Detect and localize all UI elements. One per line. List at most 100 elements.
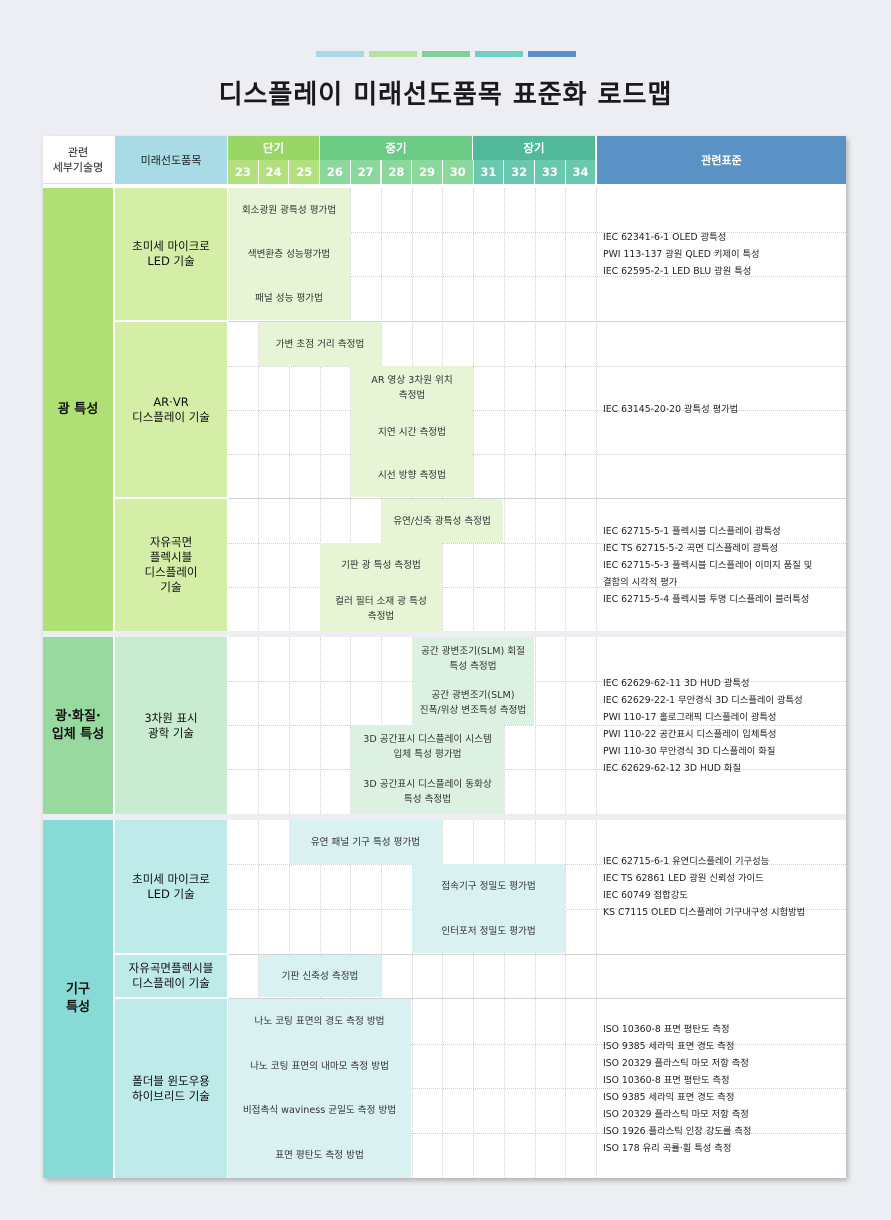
grid-line [228, 725, 846, 726]
standard-item: PWI 110-22 공간표시 디스플레이 입체특성 [603, 728, 777, 740]
year-24: 24 [258, 160, 289, 184]
tech-micro-led-mechanical: 초미세 마이크로 LED 기술 [115, 820, 227, 953]
year-30: 30 [442, 160, 473, 184]
standards-list: IEC 62715-5-1 플렉시블 디스플레이 광특성 IEC TS 62715… [597, 499, 846, 631]
section-divider [43, 631, 846, 637]
grid-line [288, 188, 290, 1178]
accent-bar-2 [369, 51, 417, 57]
roadmap-item: 나노 코팅 표면의 경도 측정 방법 [228, 999, 411, 1044]
grid-line [350, 188, 352, 1178]
tech-label: 자유곡면플렉시블 디스플레이 기술 [128, 961, 214, 990]
phase-short-label: 단기 [262, 141, 285, 155]
standard-item: PWI 113-137 광원 QLED 키제이 특성 [603, 248, 760, 260]
standard-item: IEC 63145-20-20 광특성 평가법 [603, 404, 739, 415]
tech-ar-vr: AR·VR 디스플레이 기술 [115, 322, 227, 497]
grid-line [228, 410, 846, 411]
row-divider [228, 998, 846, 999]
roadmap-item: 기판 신축성 측정법 [259, 955, 381, 997]
category-optical-image-3d: 광·화질· 입체 특성 [43, 637, 113, 814]
grid-line [228, 454, 846, 455]
standard-item: IEC TS 62715-5-2 곡면 디스플레이 광특성 [603, 542, 779, 554]
grid-line [228, 769, 846, 770]
row-divider [228, 498, 846, 499]
grid-line [228, 681, 846, 682]
title-accent-bars [316, 51, 576, 57]
tech-label: 자유곡면 플렉시블 디스플레이 기술 [144, 535, 198, 594]
accent-bar-3 [422, 51, 470, 57]
section-divider [43, 814, 846, 820]
roadmap-item: 표면 평탄도 측정 방법 [228, 1133, 411, 1178]
year-28: 28 [381, 160, 412, 184]
standard-item: ISO 9385 세라믹 표면 경도 측정 [603, 1040, 735, 1052]
row-divider [228, 954, 846, 955]
category-mechanical-label: 기구 특성 [66, 982, 90, 1015]
roadmap-item: 지연 시간 측정법 [351, 410, 473, 454]
grid-line [228, 1088, 846, 1089]
standard-item: IEC TS 62861 LED 광원 신뢰성 가이드 [603, 872, 764, 884]
roadmap-item: 3D 공간표시 디스플레이 동화상 특성 측정법 [351, 769, 504, 814]
roadmap-item-label: 컬러 필터 소재 광 특성 측정법 [335, 596, 427, 622]
standard-item: IEC 62715-5-1 플렉시블 디스플레이 광특성 [603, 525, 781, 537]
grid-line [228, 276, 846, 277]
tech-label: 폴더블 윈도우용 하이브리드 기술 [132, 1073, 210, 1103]
roadmap-item: 색변환층 성능평가법 [228, 232, 350, 276]
roadmap-item: 가변 초점 거리 측정법 [259, 322, 381, 366]
roadmap-item-label: 시선 방향 측정법 [378, 470, 446, 481]
roadmap-item-label: 3D 공간표시 디스플레이 동화상 특성 측정법 [363, 778, 492, 805]
grid-line [228, 587, 846, 588]
standard-item: ISO 1926 플라스틱 인장 강도를 측정 [603, 1125, 752, 1137]
row-divider [228, 321, 846, 322]
roadmap-item: 3D 공간표시 디스플레이 시스템 입체 특성 평가법 [351, 725, 504, 769]
roadmap-item: 기판 광 특성 측정법 [320, 543, 442, 587]
header-related-tech: 관련 세부기술명 [43, 136, 113, 184]
grid-line [534, 188, 536, 1178]
roadmap-item-label: 유연/신축 광특성 측정법 [393, 515, 491, 527]
standard-item: ISO 9385 세라믹 표면 경도 측정 [603, 1091, 735, 1103]
year-25: 25 [289, 160, 320, 184]
roadmap-item: 비접촉식 waviness 균일도 측정 방법 [228, 1088, 411, 1133]
header-related-tech-label: 관련 세부기술명 [52, 145, 104, 174]
phase-short: 단기 [228, 136, 319, 160]
standard-item: 결함의 시각적 평가 [603, 576, 678, 588]
phase-mid: 중기 [320, 136, 472, 160]
roadmap-item: 패널 성능 평가법 [228, 276, 350, 320]
standard-item: IEC 62595-2-1 LED BLU 광원 특성 [603, 265, 752, 277]
standard-item: PWI 110-30 무안경식 3D 디스플레이 화질 [603, 745, 776, 757]
tech-label: 3차원 표시 광학 기술 [144, 710, 198, 740]
page-title: 디스플레이 미래선도품목 표준화 로드맵 [218, 80, 673, 110]
roadmap-item: 접속기구 정밀도 평가법 [412, 864, 565, 909]
roadmap-item: 컬러 필터 소재 광 특성 측정법 [320, 587, 442, 631]
standard-item: PWI 110-17 홀로그래픽 디스플레이 광특성 [603, 711, 777, 723]
standard-item: IEC 62629-62-11 3D HUD 광특성 [603, 677, 750, 689]
year-32: 32 [504, 160, 534, 184]
category-optical: 광 특성 [43, 188, 113, 631]
tech-label: AR·VR 디스플레이 기술 [132, 394, 210, 424]
standard-item: ISO 178 유리 곡률·휨 특성 측정 [603, 1142, 732, 1154]
standard-item: ISO 10360-8 표면 평탄도 측정 [603, 1074, 730, 1086]
accent-bar-4 [475, 51, 523, 57]
standard-item: ISO 20329 플라스틱 마모 저항 측정 [603, 1108, 749, 1120]
year-23: 23 [228, 160, 258, 184]
roadmap-item: 나노 코팅 표면의 내마모 측정 방법 [228, 1044, 411, 1088]
accent-bar-1 [316, 51, 364, 57]
standard-item: IEC 62341-6-1 OLED 광특성 [603, 231, 727, 243]
roadmap-item: 유연 패널 기구 특성 평가법 [289, 820, 442, 864]
roadmap-item: 시선 방향 측정법 [351, 454, 473, 497]
grid-line [228, 1044, 846, 1045]
tech-3d-optics: 3차원 표시 광학 기술 [115, 637, 227, 814]
tech-label: 초미세 마이크로 LED 기술 [132, 239, 210, 268]
tech-freeform-flexible-mechanical: 자유곡면플렉시블 디스플레이 기술 [115, 955, 227, 997]
roadmap-item-label: 비접촉식 waviness 균일도 측정 방법 [242, 1105, 397, 1116]
roadmap-item-label: 패널 성능 평가법 [255, 292, 323, 304]
standards-list: IEC 62341-6-1 OLED 광특성 PWI 113-137 광원 QLE… [597, 188, 846, 320]
header-future-item-label: 미래선도품목 [140, 153, 202, 167]
category-mechanical: 기구 특성 [43, 820, 113, 1178]
header-standards-label: 관련표준 [701, 153, 742, 167]
standard-item: KS C7115 OLED 디스플레이 기구내구성 시험방법 [603, 906, 806, 918]
roadmap-item-label: 나노 코팅 표면의 내마모 측정 방법 [250, 1060, 389, 1072]
roadmap-item-label: 회소광원 광특성 평가법 [241, 204, 337, 216]
category-optical-label: 광 특성 [57, 401, 99, 417]
roadmap-item: 회소광원 광특성 평가법 [228, 188, 350, 232]
